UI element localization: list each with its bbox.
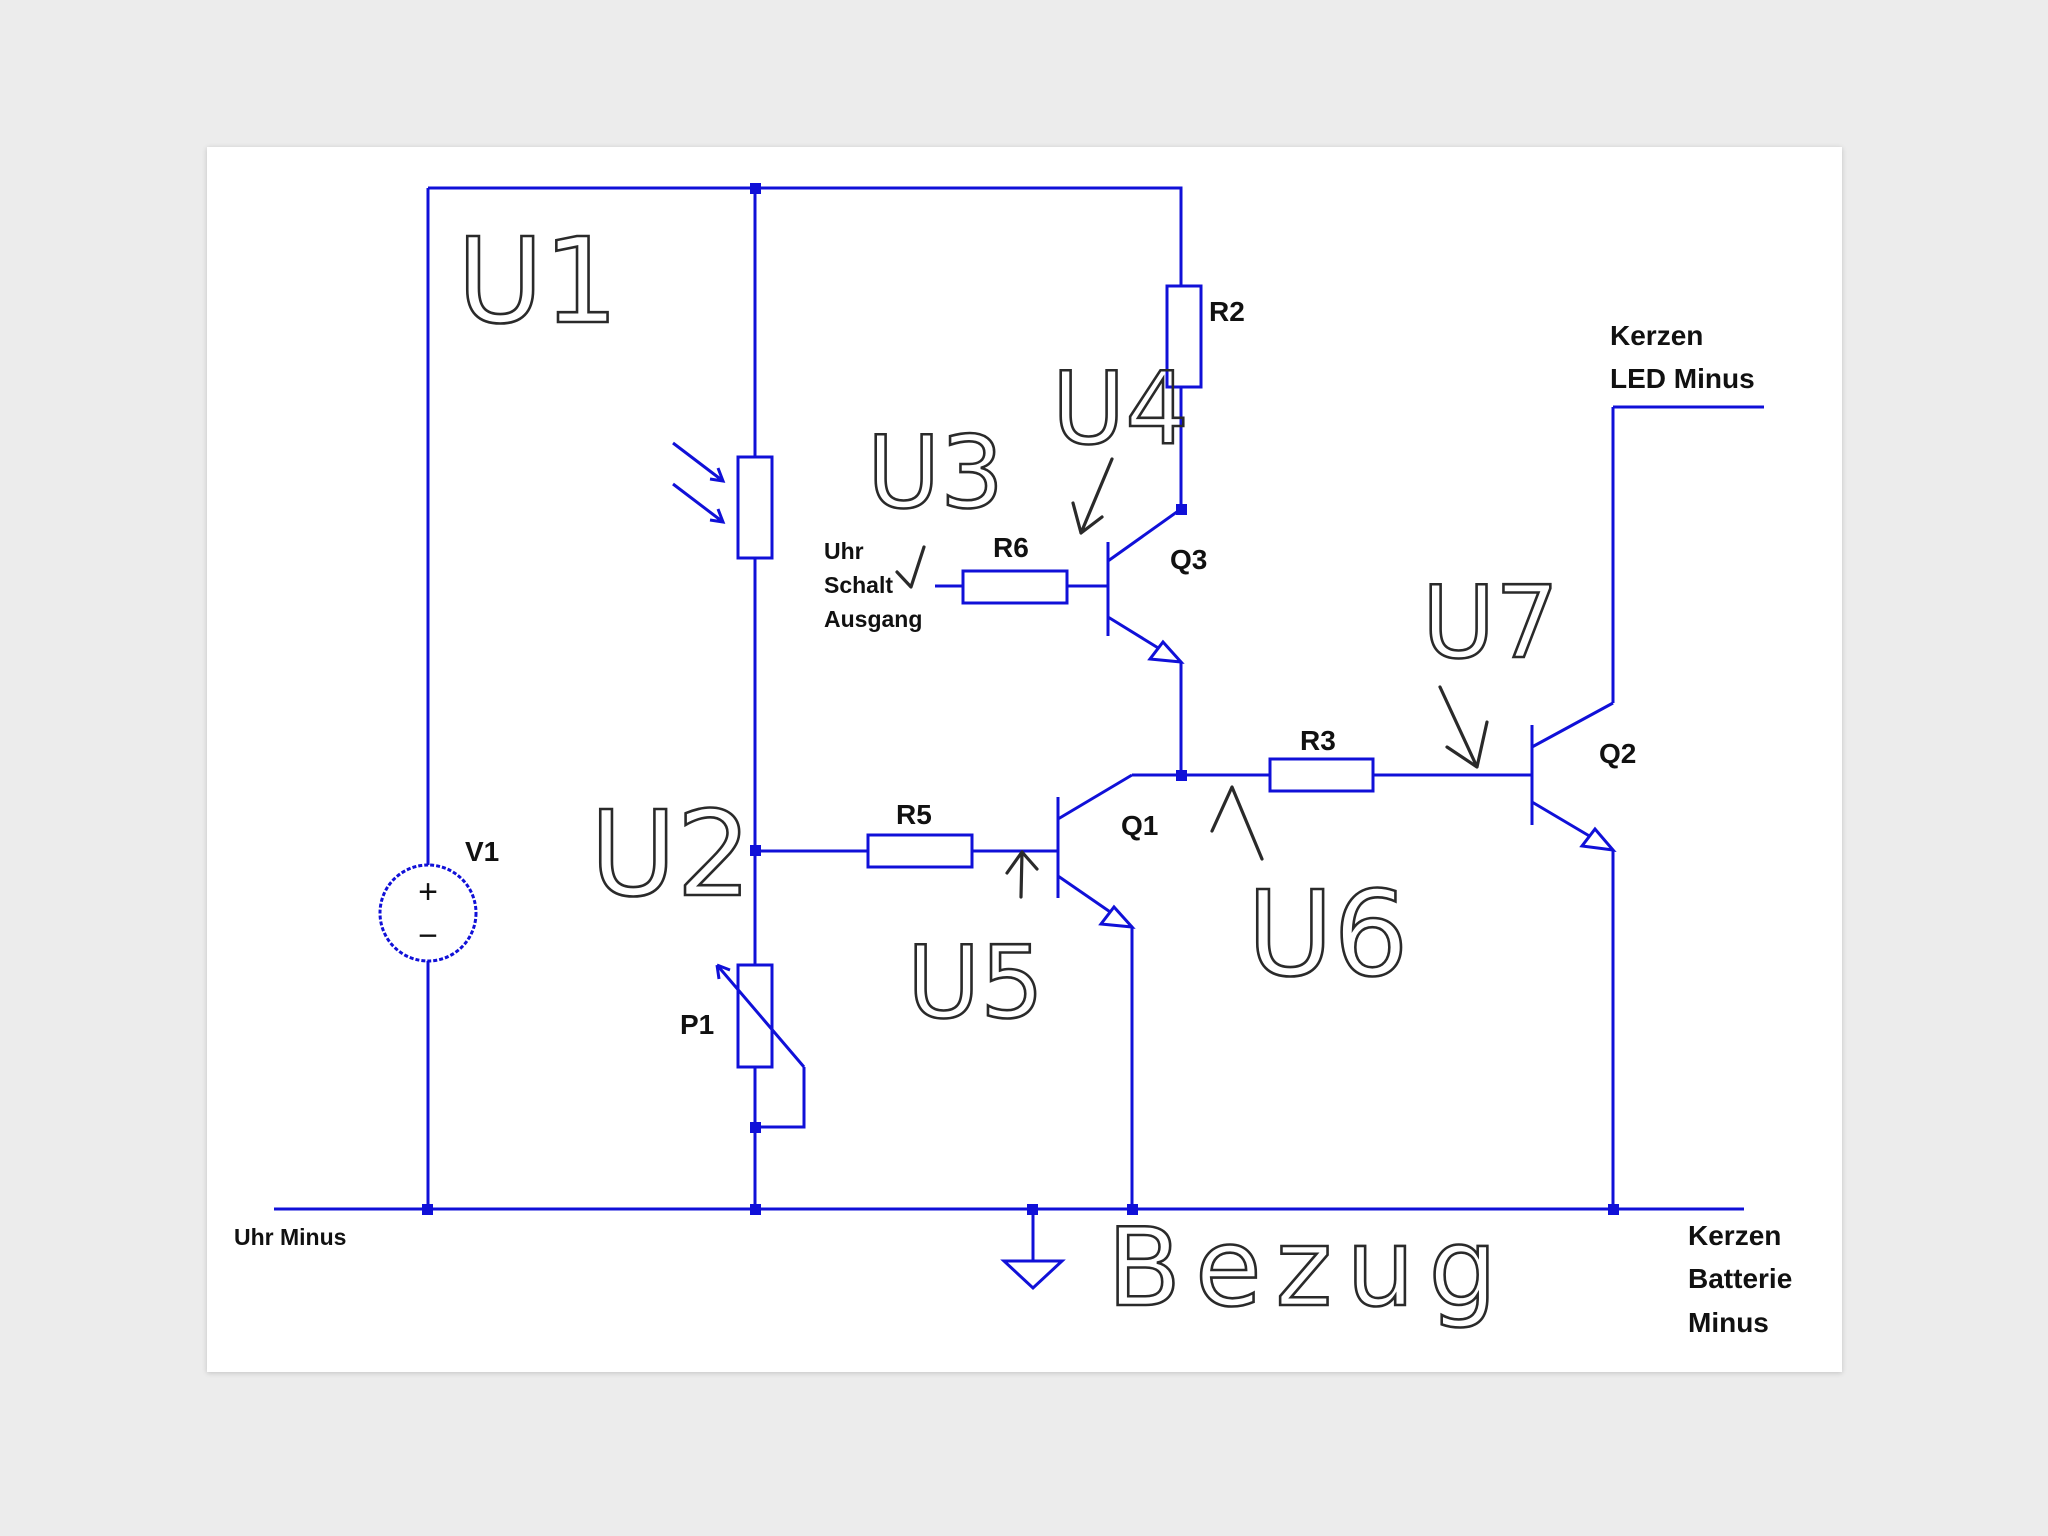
label-q2: Q2: [1599, 738, 1636, 769]
junction-top: [750, 183, 761, 194]
schematic-sheet: + − R2 R6 Q3 R3 Q2 R5 Q1 V1 P1 Uhr Schal…: [207, 147, 1842, 1372]
label-r5: R5: [896, 799, 932, 830]
arrow-u7-icon: [1438, 685, 1489, 769]
light-arrow-icon: [672, 482, 726, 524]
source-plus-sign: +: [418, 873, 438, 911]
wire-top-rail: [428, 186, 1183, 286]
junction-ground-v1: [422, 1204, 433, 1215]
label-candles-battery-2: Batterie: [1688, 1263, 1792, 1294]
junction-node: [1176, 770, 1187, 781]
arrow-u4-icon: [1071, 457, 1114, 535]
arrow-u5-icon: [1005, 850, 1039, 899]
transistor-q3: [1106, 507, 1185, 664]
circuit-schematic: + − R2 R6 Q3 R3 Q2 R5 Q1 V1 P1 Uhr Schal…: [234, 183, 1792, 1338]
junction-ground-q1: [1127, 1204, 1138, 1215]
label-clock-switch-1: Uhr: [824, 538, 864, 564]
label-p1: P1: [680, 1009, 714, 1040]
label-clock-switch-3: Ausgang: [824, 606, 922, 632]
handwritten-u3: U3: [867, 414, 1004, 531]
potentiometer-p1: [715, 963, 806, 1069]
label-r3: R3: [1300, 725, 1336, 756]
ground-icon: [1000, 1259, 1066, 1291]
junction-divider: [750, 845, 761, 856]
transistor-q2: [1530, 701, 1617, 852]
junctions: [422, 183, 1619, 1215]
label-r2: R2: [1209, 296, 1245, 327]
voltage-source-v1: [378, 863, 478, 963]
label-clock-minus: Uhr Minus: [234, 1224, 346, 1250]
resistor-r2: [1165, 284, 1203, 389]
junction-ground-symbol: [1027, 1204, 1038, 1215]
resistor-r6: [961, 569, 1069, 605]
label-candles-battery-3: Minus: [1688, 1307, 1769, 1338]
arrow-u6-icon: [1210, 785, 1264, 861]
label-candles-battery-1: Kerzen: [1688, 1220, 1781, 1251]
transistor-q1: [1056, 773, 1136, 929]
wire-p1-wiper: [755, 1067, 806, 1129]
adjust-arrow-icon: [715, 963, 806, 1068]
ldr: [672, 441, 774, 560]
label-q3: Q3: [1170, 544, 1207, 575]
handwritten-u4: U4: [1052, 350, 1189, 467]
junction-p1-wiper: [750, 1122, 761, 1133]
handwritten-u5: U5: [907, 924, 1044, 1041]
resistor-r5: [866, 833, 974, 869]
source-minus-sign: −: [418, 917, 438, 955]
handwritten-arrows: [895, 457, 1489, 899]
handwritten-u6: U6: [1247, 865, 1408, 1003]
junction-q3-collector: [1176, 504, 1187, 515]
handwritten-u1: U1: [457, 212, 618, 350]
label-candles-led-2: LED Minus: [1610, 363, 1755, 394]
handwritten-u7: U7: [1422, 564, 1559, 681]
light-arrow-icon: [672, 441, 726, 483]
label-clock-switch-2: Schalt: [824, 572, 893, 598]
wires: [274, 186, 1764, 1261]
handwritten-reference: Bezug: [1107, 1206, 1511, 1331]
label-v1: V1: [465, 836, 499, 867]
junction-ground-q2: [1608, 1204, 1619, 1215]
resistor-r3: [1268, 757, 1375, 793]
label-q1: Q1: [1121, 810, 1158, 841]
arrow-u3-icon: [895, 545, 926, 589]
handwritten-u2: U2: [590, 785, 751, 923]
label-candles-led-1: Kerzen: [1610, 320, 1703, 351]
junction-ground-p1: [750, 1204, 761, 1215]
label-r6: R6: [993, 532, 1029, 563]
